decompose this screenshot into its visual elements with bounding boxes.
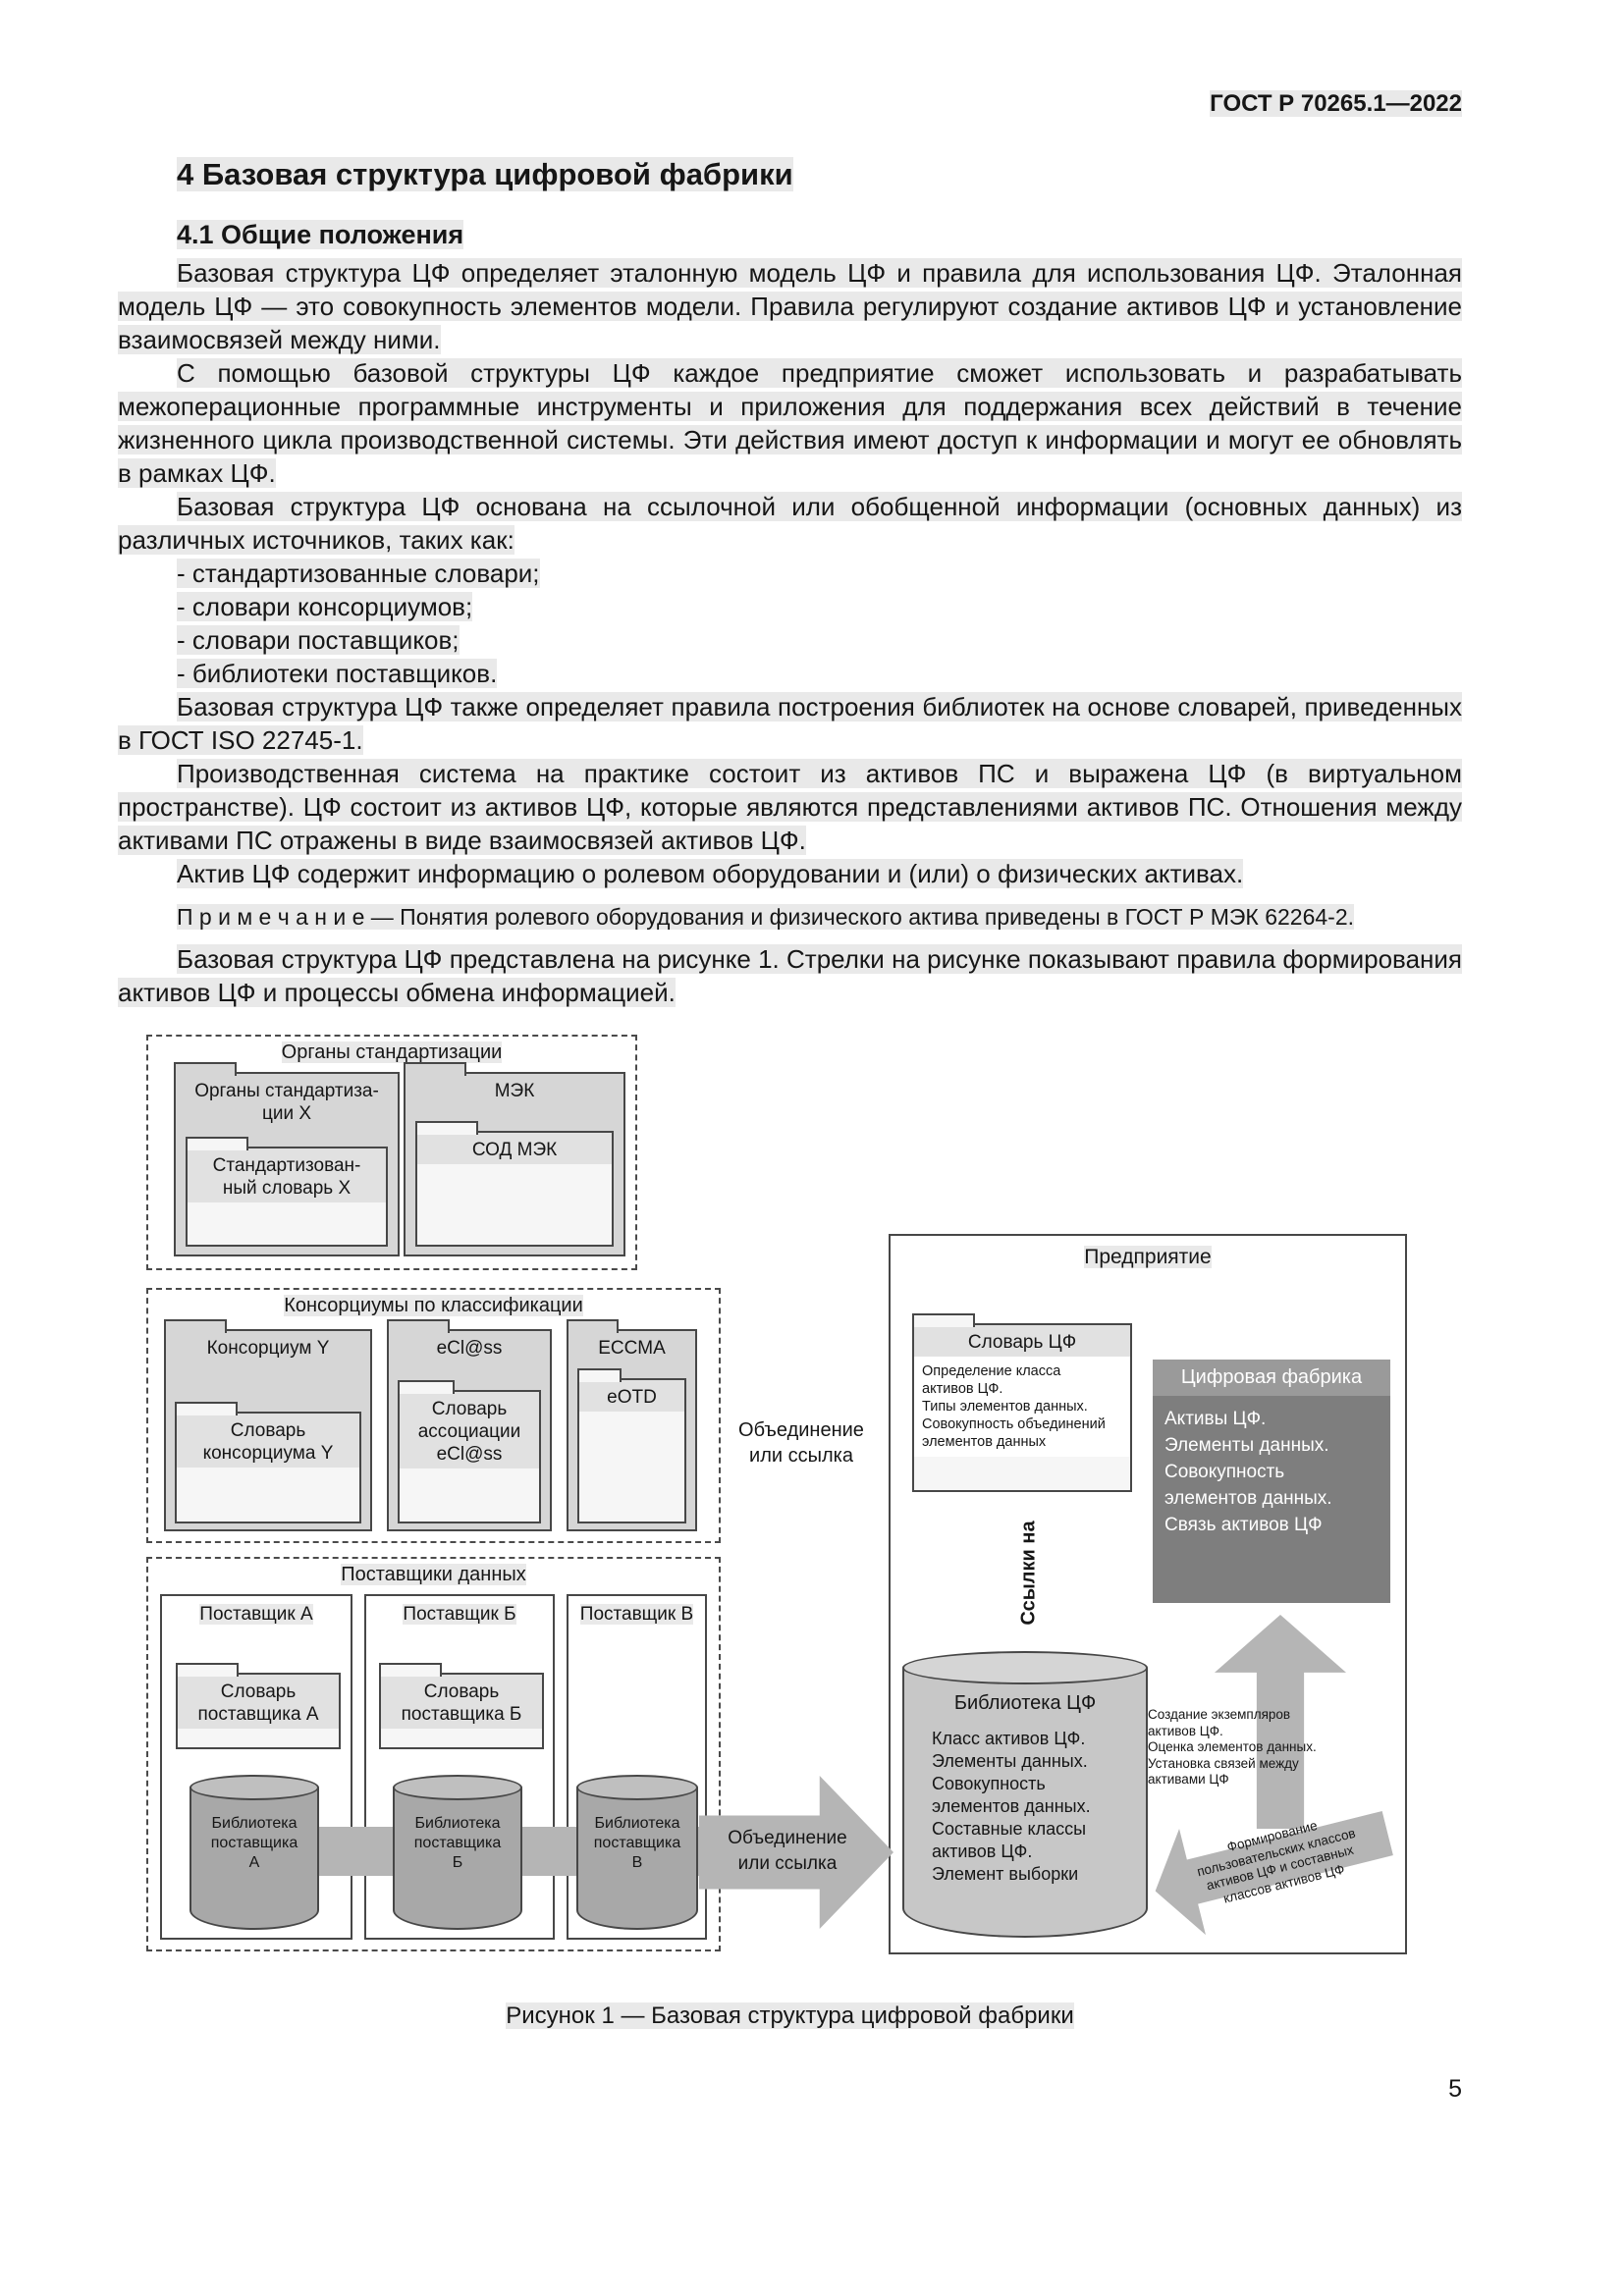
iec-dictionary-label: СОД МЭК xyxy=(417,1133,612,1164)
supplier-a-dictionary-folder: Словарь поставщика А xyxy=(176,1663,341,1749)
cf-library-body: Класс активов ЦФ. Элементы данных. Совок… xyxy=(932,1729,1091,1884)
form-classes-note: Формирование пользовательских классов ак… xyxy=(1195,1817,1357,1906)
page-number: 5 xyxy=(1448,2075,1462,2103)
document-code-header: ГОСТ Р 70265.1—2022 xyxy=(118,90,1462,118)
digital-factory-body: Активы ЦФ. Элементы данных. Совокупность… xyxy=(1164,1409,1332,1535)
section-title: 4 Базовая структура цифровой фабрики xyxy=(177,157,793,191)
supplier-v-library-cylinder: Библиотека поставщика В xyxy=(576,1775,698,1930)
subsection-title: 4.1 Общие положения xyxy=(177,220,464,249)
supplier-b-title: Поставщик Б xyxy=(403,1604,516,1625)
eccma-folder: ECCMA eOTD xyxy=(567,1319,697,1531)
suppliers-group-label: Поставщики данных xyxy=(341,1564,526,1585)
eclass-title: eCl@ss xyxy=(436,1338,503,1359)
iec-folder: МЭК СОД МЭК xyxy=(404,1062,625,1256)
consortium-y-title: Консорциум Y xyxy=(206,1338,330,1359)
paragraph: Производственная система на практике сос… xyxy=(118,759,1462,855)
supplier-v-title: Поставщик В xyxy=(579,1604,694,1625)
eccma-title: ECCMA xyxy=(598,1338,666,1359)
form-classes-arrow: Формирование пользовательских классов ак… xyxy=(1142,1778,1402,1947)
supplier-a-library-cylinder: Библиотека поставщика А xyxy=(189,1775,319,1930)
supplier-a-box: Поставщик А Словарь поставщика А Библиот… xyxy=(160,1594,352,1940)
enterprise-box: Предприятие Словарь ЦФ Определение класс… xyxy=(889,1234,1407,1954)
cylinder-top xyxy=(902,1651,1148,1684)
cylinder-body xyxy=(902,1668,1148,1938)
cylinder-top xyxy=(189,1775,319,1800)
document-code: ГОСТ Р 70265.1—2022 xyxy=(1210,90,1462,117)
list-item: - стандартизованные словари; xyxy=(177,559,540,588)
digital-factory-box: Цифровая фабрика Активы ЦФ. Элементы дан… xyxy=(1153,1360,1390,1603)
supplier-a-title: Поставщик А xyxy=(199,1604,313,1625)
eclass-folder: eCl@ss Словарь ассоциации eCl@ss xyxy=(387,1319,552,1531)
supplier-a-library-label: Библиотека поставщика А xyxy=(210,1815,298,1871)
links-to-label: Ссылки на xyxy=(1017,1521,1040,1626)
figure-basic-structure: Органы стандартизации Органы стандартиза… xyxy=(138,1035,1435,1969)
consortium-y-dictionary-label: Словарь консорциума Y xyxy=(177,1414,359,1468)
paragraph: Актив ЦФ содержит информацию о ролевом о… xyxy=(177,859,1244,888)
supplier-b-dictionary-label: Словарь поставщика Б xyxy=(381,1675,542,1729)
paragraph: Базовая структура ЦФ определяет эталонну… xyxy=(118,258,1462,354)
eotd-dictionary-label: eOTD xyxy=(579,1380,684,1412)
paragraph: Базовая структура ЦФ также определяет пр… xyxy=(118,692,1462,755)
standards-org-title: Органы стандартиза- ции X xyxy=(194,1081,379,1124)
standards-dictionary-folder: Стандартизован- ный словарь X xyxy=(186,1137,388,1247)
merge-or-link-label-top: Объединение или ссылка xyxy=(738,1419,864,1467)
consortium-y-folder: Консорциум Y Словарь консорциума Y xyxy=(164,1319,372,1531)
cylinder-top xyxy=(576,1775,698,1800)
iec-dictionary-folder: СОД МЭК xyxy=(415,1121,614,1247)
figure-caption: Рисунок 1 — Базовая структура цифровой ф… xyxy=(506,2002,1074,2029)
cf-dictionary-title: Словарь ЦФ xyxy=(914,1325,1130,1357)
standards-group-label: Органы стандартизации xyxy=(281,1041,503,1063)
cf-library-cylinder: Библиотека ЦФ Класс активов ЦФ. Элементы… xyxy=(902,1651,1148,1938)
cylinder-top xyxy=(393,1775,522,1800)
list-item: - словари консорциумов; xyxy=(177,592,473,621)
eotd-dictionary-folder: eOTD xyxy=(577,1368,686,1523)
supplier-b-dictionary-folder: Словарь поставщика Б xyxy=(379,1663,544,1749)
eclass-dictionary-folder: Словарь ассоциации eCl@ss xyxy=(398,1380,541,1523)
cf-library-title: Библиотека ЦФ xyxy=(953,1692,1097,1714)
standards-org-folder: Органы стандартиза- ции X Стандартизован… xyxy=(174,1062,400,1256)
merge-or-link-label-bottom: Объединение или ссылка xyxy=(728,1828,847,1874)
supplier-v-library-label: Библиотека поставщика В xyxy=(593,1815,681,1871)
create-instances-note: Создание экземпляров активов ЦФ. Оценка … xyxy=(1148,1707,1317,1787)
paragraph: С помощью базовой структуры ЦФ каждое пр… xyxy=(118,358,1462,488)
paragraph: Базовая структура ЦФ представлена на рис… xyxy=(118,944,1462,1007)
standards-dictionary-label: Стандартизован- ный словарь X xyxy=(188,1148,386,1202)
list-item: - библиотеки поставщиков. xyxy=(177,659,498,688)
supplier-b-library-label: Библиотека поставщика Б xyxy=(413,1815,502,1871)
supplier-b-box: Поставщик Б Словарь поставщика Б Библиот… xyxy=(364,1594,555,1940)
paragraph: Базовая структура ЦФ основана на ссылочн… xyxy=(118,492,1462,555)
consortium-y-dictionary-folder: Словарь консорциума Y xyxy=(175,1402,361,1523)
consortia-group-label: Консорциумы по классификации xyxy=(284,1295,583,1316)
supplier-a-dictionary-label: Словарь поставщика А xyxy=(178,1675,339,1729)
iec-folder-title: МЭК xyxy=(494,1081,535,1101)
eclass-dictionary-label: Словарь ассоциации eCl@ss xyxy=(400,1392,539,1468)
list-item: - словари поставщиков; xyxy=(177,625,460,655)
note: П р и м е ч а н и е — Понятия ролевого о… xyxy=(177,904,1354,930)
supplier-b-library-cylinder: Библиотека поставщика Б xyxy=(393,1775,522,1930)
digital-factory-title: Цифровая фабрика xyxy=(1153,1360,1390,1396)
supplier-v-box: Поставщик В Библиотека поставщика В xyxy=(567,1594,707,1940)
cf-dictionary-folder: Словарь ЦФ Определение класса активов ЦФ… xyxy=(912,1313,1132,1492)
enterprise-title: Предприятие xyxy=(1084,1246,1212,1268)
cf-dictionary-body: Определение класса активов ЦФ. Типы элем… xyxy=(914,1357,1130,1457)
